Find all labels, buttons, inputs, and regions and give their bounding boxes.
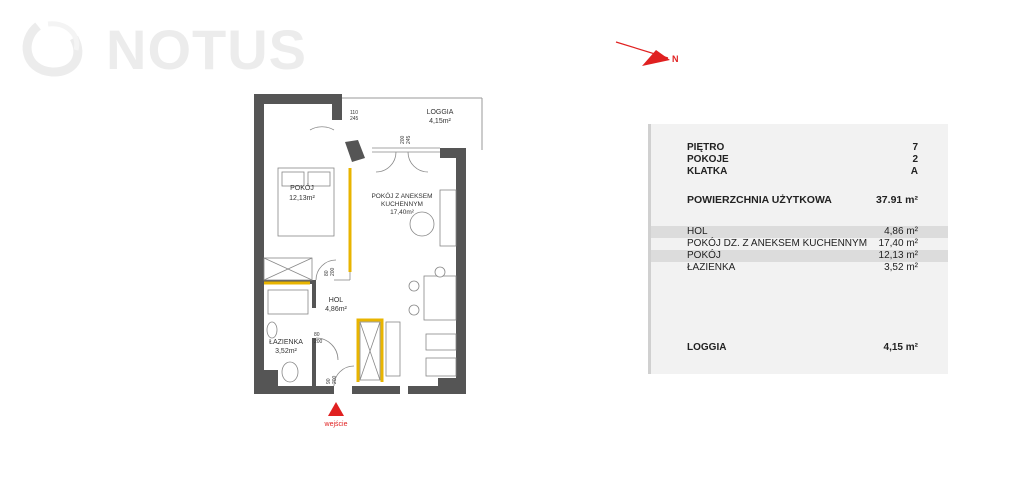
sink [266, 321, 278, 339]
brand-name: NOTUS [106, 18, 307, 81]
dim-label: 80 [324, 270, 330, 276]
kitchen-unit [425, 333, 457, 351]
logo-swirl-icon [22, 21, 83, 77]
floor-plan: POKÓJ 12,13m² POKÓJ Z ANEKSEM KUCHENNYM … [254, 94, 483, 428]
kitchen-counter [385, 321, 401, 377]
room-kitchen-name: POKÓJ Z ANEKSEM [371, 191, 432, 200]
room-hol-name: HOL [329, 297, 344, 304]
dim-label: 80 [314, 332, 320, 338]
round-table [409, 211, 435, 237]
dim-label: 200 [330, 267, 336, 276]
room-hol-area: 4,86m² [325, 306, 347, 313]
entrance-label: wejście [324, 421, 348, 428]
room-kitchen-name2: KUCHENNYM [381, 201, 423, 208]
room-pokoj-area: 12,13m² [289, 195, 315, 202]
dim-label: 245 [350, 116, 359, 122]
brand-logo: NOTUS [18, 18, 308, 81]
toilet [281, 361, 299, 383]
wardrobe [263, 257, 313, 281]
walls [254, 94, 466, 394]
room-bathroom-area: 3,52m² [275, 348, 297, 355]
dim-label: 245 [406, 135, 412, 144]
dim-label: 200 [400, 135, 406, 144]
sofa [439, 189, 457, 247]
door-frames [264, 168, 384, 382]
entrance-marker: wejście [324, 402, 348, 428]
room-loggia-area: 4,15m² [429, 118, 451, 125]
room-bathroom-name: ŁAZIENKA [269, 339, 303, 346]
wardrobe-hall [359, 321, 381, 381]
dim-label: 110 [350, 110, 358, 116]
north-letter: N [672, 54, 679, 64]
furniture [266, 167, 457, 383]
north-arrow-icon: N [615, 41, 679, 66]
room-kitchen-area: 17,40m² [390, 209, 415, 216]
entrance-arrow-icon [328, 402, 344, 416]
room-loggia-name: LOGGIA [427, 109, 454, 116]
dim-label: 200 [332, 375, 338, 384]
dining-table [423, 275, 457, 321]
dim-label: 200 [314, 339, 323, 345]
bathtub [267, 289, 309, 315]
room-pokoj-name: POKÓJ [290, 183, 314, 192]
dim-label: 90 [326, 378, 332, 384]
loggia-area [342, 97, 483, 150]
door-swing [315, 259, 337, 281]
